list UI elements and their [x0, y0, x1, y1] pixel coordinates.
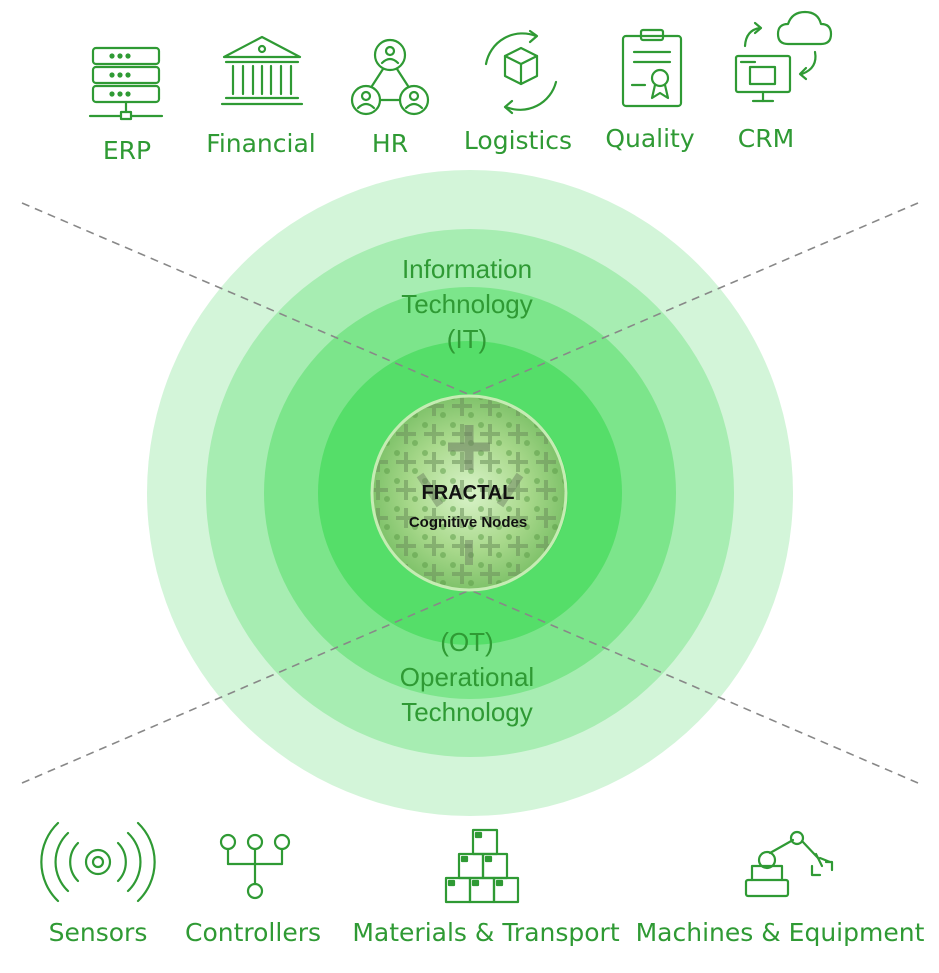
- stacked-boxes-icon: [444, 828, 520, 904]
- server-rack-icon: [88, 46, 164, 121]
- it-label-line-1: Information: [401, 254, 533, 284]
- cloud-monitor-icon: [734, 10, 833, 103]
- core-subtitle: Cognitive Nodes: [408, 514, 528, 531]
- it-label-line-3: (IT): [446, 324, 488, 354]
- it-label-line-2: Technology: [401, 289, 533, 319]
- fractal-core: [370, 394, 568, 592]
- people-network-icon: [350, 38, 430, 116]
- label-erp: ERP: [102, 136, 152, 165]
- ot-label: (OT) Operational Technology: [400, 625, 534, 730]
- label-hr: HR: [371, 129, 409, 158]
- sensor-waves-icon: [40, 821, 156, 903]
- robot-arm-icon: [744, 830, 834, 898]
- label-sensors: Sensors: [48, 918, 148, 947]
- label-materials-transport: Materials & Transport: [352, 918, 620, 947]
- label-machines-equipment: Machines & Equipment: [635, 918, 925, 947]
- controller-tree-icon: [219, 833, 291, 900]
- bank-building-icon: [220, 35, 304, 106]
- box-cycle-icon: [484, 29, 558, 115]
- label-logistics: Logistics: [463, 126, 573, 155]
- label-financial: Financial: [206, 129, 316, 158]
- ot-label-line-3: Technology: [401, 697, 533, 727]
- ot-label-line-1: (OT): [440, 627, 494, 657]
- divider-lines: [21, 202, 919, 784]
- ot-label-line-2: Operational: [399, 662, 535, 692]
- label-quality: Quality: [605, 124, 695, 153]
- certificate-clipboard-icon: [621, 28, 683, 108]
- label-crm: CRM: [737, 124, 795, 153]
- label-controllers: Controllers: [185, 918, 321, 947]
- core-title: FRACTAL: [421, 482, 515, 504]
- it-label: Information Technology (IT): [401, 252, 533, 357]
